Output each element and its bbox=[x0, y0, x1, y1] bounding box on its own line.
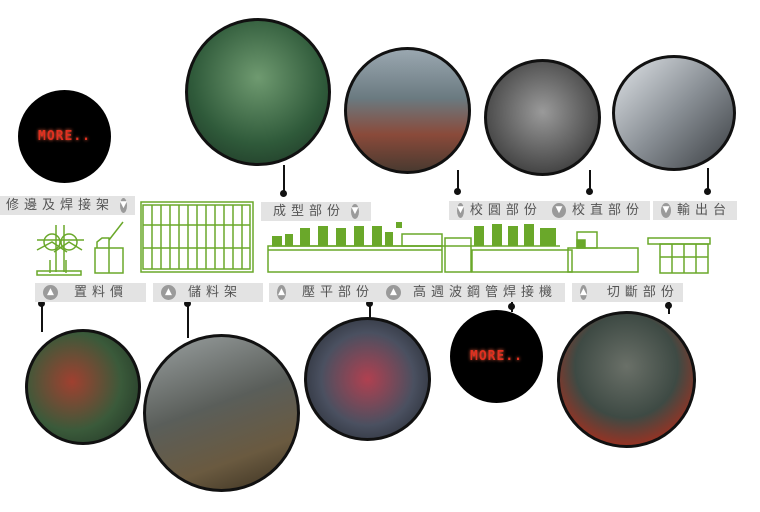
flattening-photo[interactable] bbox=[304, 317, 431, 441]
connector-dot bbox=[454, 188, 461, 195]
arrow-up-icon: ▲ bbox=[277, 285, 286, 300]
label-text: 校圓部份 bbox=[469, 203, 542, 218]
arrow-down-icon: ▼ bbox=[351, 204, 359, 219]
label-text: 修邊及焊接架 bbox=[6, 198, 115, 213]
label-hf-welder[interactable]: ▲ 高週波鋼管焊接機 bbox=[380, 283, 565, 302]
forming-photo[interactable] bbox=[185, 18, 331, 166]
label-text: 成型部份 bbox=[273, 204, 346, 219]
cutting-photo[interactable] bbox=[557, 311, 696, 448]
label-sizing[interactable]: ▼ 校圓部份 bbox=[449, 201, 546, 220]
label-forming[interactable]: 成型部份 ▼ bbox=[261, 202, 371, 221]
arrow-up-icon: ▲ bbox=[386, 285, 401, 300]
arrow-down-icon: ▼ bbox=[661, 203, 671, 218]
connector-dot bbox=[586, 188, 593, 195]
connector bbox=[457, 170, 459, 190]
label-straightening[interactable]: ▼ 校直部份 bbox=[546, 201, 650, 220]
label-text: 校直部份 bbox=[571, 203, 644, 218]
label-flattening[interactable]: ▲ 壓平部份 bbox=[269, 283, 380, 302]
label-text: 高週波鋼管焊接機 bbox=[413, 285, 558, 300]
storage-photo[interactable] bbox=[143, 334, 300, 492]
connector-dot bbox=[665, 302, 672, 309]
arrow-down-icon: ▼ bbox=[120, 198, 127, 213]
connector-dot bbox=[366, 300, 373, 307]
label-feeding[interactable]: ▲ 置料價 bbox=[35, 283, 146, 302]
label-text: 儲料架 bbox=[188, 285, 243, 300]
label-output[interactable]: ▼ 輸出台 bbox=[653, 201, 737, 220]
connector-dot bbox=[280, 190, 287, 197]
connector-dot bbox=[704, 188, 711, 195]
sizing-photo[interactable] bbox=[344, 47, 471, 174]
run-out-table-icon bbox=[647, 237, 711, 274]
connector bbox=[187, 302, 189, 338]
more-button-bottom[interactable]: MORE.. bbox=[450, 310, 543, 403]
connector bbox=[369, 302, 371, 320]
arrow-down-icon: ▼ bbox=[552, 203, 566, 218]
arrow-up-icon: ▲ bbox=[43, 285, 58, 300]
straightener-cutter-icon bbox=[567, 231, 639, 273]
label-text: 置料價 bbox=[74, 285, 129, 300]
arrow-up-icon: ▲ bbox=[161, 285, 176, 300]
arrow-down-icon: ▼ bbox=[457, 203, 464, 218]
connector bbox=[283, 165, 285, 193]
connector bbox=[707, 168, 709, 190]
connector bbox=[41, 302, 43, 332]
forming-mill-icon bbox=[267, 222, 573, 273]
label-text: 切斷部份 bbox=[606, 285, 679, 300]
label-trim-weld-frame[interactable]: 修邊及焊接架 ▼ bbox=[0, 196, 135, 215]
label-storage[interactable]: ▲ 儲料架 bbox=[153, 283, 263, 302]
connector-dot bbox=[38, 300, 45, 307]
connector bbox=[589, 170, 591, 190]
accumulator-icon bbox=[140, 201, 254, 273]
label-text: 輸出台 bbox=[676, 203, 731, 218]
uncoiler-icon bbox=[36, 225, 84, 276]
output-photo[interactable] bbox=[612, 55, 736, 171]
shear-welder-icon bbox=[94, 221, 124, 274]
label-text: 壓平部份 bbox=[301, 285, 374, 300]
connector-dot bbox=[508, 303, 515, 310]
more-button-top[interactable]: MORE.. bbox=[18, 90, 111, 183]
connector-dot bbox=[184, 300, 191, 307]
straightening-photo[interactable] bbox=[484, 59, 601, 176]
arrow-up-icon: ▲ bbox=[580, 285, 587, 300]
label-cutting[interactable]: ▲ 切斷部份 bbox=[572, 283, 683, 302]
feeding-photo[interactable] bbox=[25, 329, 141, 445]
